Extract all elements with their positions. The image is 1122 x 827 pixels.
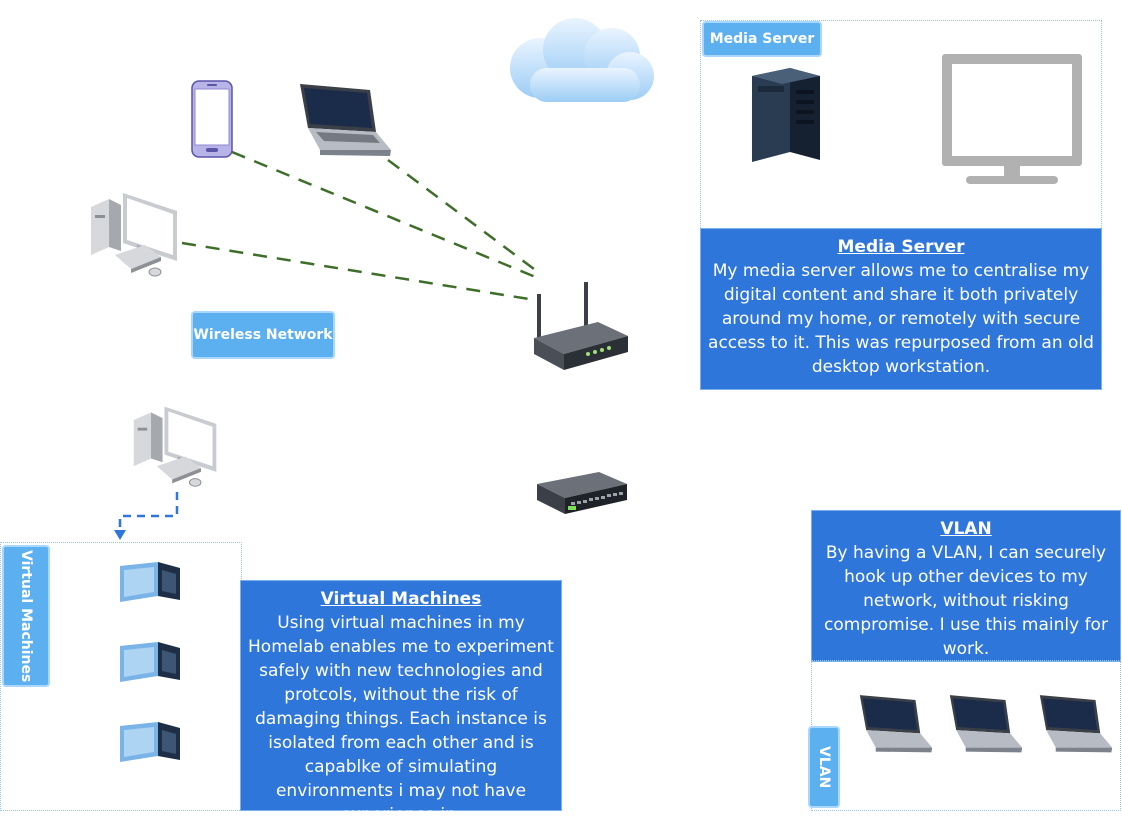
- vlan-label-text: VLAN: [816, 745, 832, 789]
- virtual-machine-icon: [120, 562, 180, 602]
- wireless-link-laptop: [387, 158, 539, 274]
- laptop-icon: [859, 695, 933, 753]
- network-switch-icon: [537, 472, 627, 514]
- vlan-body: By having a VLAN, I can securely hook up…: [824, 543, 1108, 659]
- vlan-title: VLAN: [940, 519, 992, 539]
- vm-host-arrowhead: [114, 530, 126, 540]
- desktop-pc-icon: [91, 193, 177, 277]
- virtual-machine-icon: [120, 722, 180, 762]
- media-server-title: Media Server: [837, 237, 965, 257]
- cloud-icon: [510, 18, 654, 102]
- virtual-machines-body: Using virtual machines in my Homelab ena…: [248, 613, 554, 825]
- monitor-icon: [942, 54, 1082, 184]
- media-server-label-text: Media Server: [709, 31, 815, 47]
- laptop-icon: [949, 695, 1023, 753]
- virtual-machines-title: Virtual Machines: [320, 589, 482, 609]
- router-icon: [534, 282, 628, 370]
- wireless-network-text: Wireless Network: [193, 327, 333, 343]
- vlan-description: VLAN By having a VLAN, I can securely ho…: [811, 510, 1121, 662]
- virtual-machines-label-text: Virtual Machines: [18, 549, 34, 683]
- virtual-machines-label: Virtual Machines: [2, 545, 50, 687]
- media-server-body: My media server allows me to centralise …: [708, 261, 1094, 377]
- vm-host-link: [118, 492, 179, 532]
- media-server-label: Media Server: [702, 21, 822, 57]
- virtual-machine-icon: [120, 642, 180, 682]
- smartphone-icon: [191, 80, 233, 158]
- desktop-pc-icon: [133, 406, 217, 487]
- wireless-link-phone: [231, 150, 539, 280]
- server-tower-icon: [752, 68, 820, 162]
- vlan-label: VLAN: [808, 726, 840, 808]
- virtual-machines-description: Virtual Machines Using virtual machines …: [240, 580, 562, 825]
- media-server-description: Media Server My media server allows me t…: [700, 228, 1102, 390]
- wireless-network-label: Wireless Network: [191, 311, 335, 359]
- laptop-icon: [300, 84, 391, 156]
- wireless-link-desktop: [181, 241, 536, 302]
- laptop-icon: [1039, 695, 1113, 753]
